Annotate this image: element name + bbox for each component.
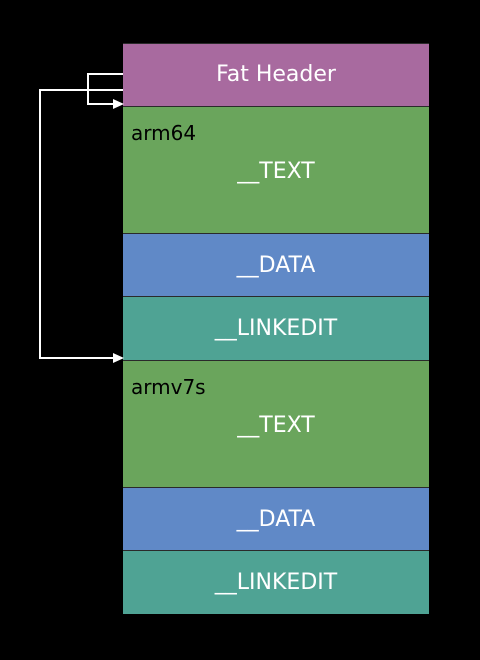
armv7s-text-label: __TEXT xyxy=(237,413,315,438)
arm64-data-segment: __DATA xyxy=(123,233,429,296)
arrow-to-armv7s-icon xyxy=(39,89,124,363)
armv7s-text-segment: armv7s __TEXT xyxy=(123,360,429,487)
armv7s-linkedit-segment: __LINKEDIT xyxy=(123,550,429,614)
armv7s-data-segment: __DATA xyxy=(123,487,429,550)
armv7s-arch-label: armv7s xyxy=(131,375,206,399)
fat-header-block: Fat Header xyxy=(123,43,429,106)
arm64-linkedit-segment: __LINKEDIT xyxy=(123,296,429,360)
arm64-linkedit-label: __LINKEDIT xyxy=(214,316,338,341)
arrow-to-arm64-icon xyxy=(87,73,124,109)
fat-header-label: Fat Header xyxy=(216,62,336,87)
armv7s-linkedit-label: __LINKEDIT xyxy=(214,570,338,595)
arm64-data-label: __DATA xyxy=(236,253,316,278)
arm64-text-label: __TEXT xyxy=(237,159,315,184)
arm64-text-segment: arm64 __TEXT xyxy=(123,106,429,233)
armv7s-data-label: __DATA xyxy=(236,507,316,532)
arm64-arch-label: arm64 xyxy=(131,121,197,145)
